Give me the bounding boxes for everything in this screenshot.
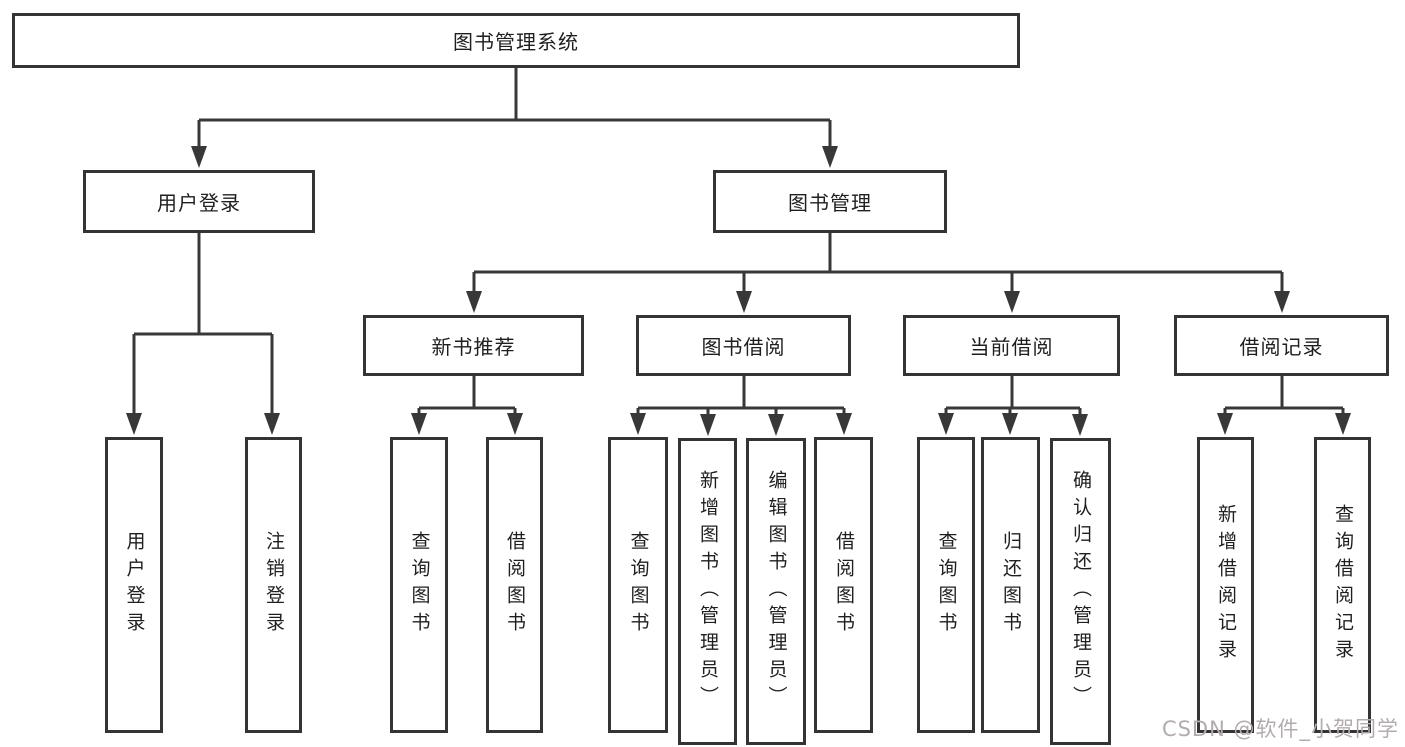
node-leaf-user-login-action: 用户登录 — [105, 437, 163, 733]
node-leaf-add-books-admin: 新增图书（管理员） — [678, 438, 737, 745]
leaf-label: 查询借阅记录 — [1332, 504, 1354, 666]
node-leaf-confirm-return-admin: 确认归还（管理员） — [1050, 438, 1111, 745]
node-new-book-recommend: 新书推荐 — [363, 315, 584, 376]
connector-line — [1223, 376, 1345, 414]
leaf-label: 编辑图书（管理员） — [765, 470, 788, 713]
arrowhead — [1274, 291, 1290, 313]
arrowhead — [700, 414, 716, 436]
arrowhead — [630, 413, 646, 435]
arrowhead — [126, 413, 142, 435]
connector-line — [132, 233, 274, 415]
node-user-login: 用户登录 — [83, 170, 315, 233]
connector-root — [191, 68, 838, 168]
connector-borrow-records — [1217, 376, 1351, 435]
arrowhead — [736, 291, 752, 313]
node-leaf-query-borrow-record: 查询借阅记录 — [1314, 437, 1371, 733]
arrowhead — [1004, 291, 1020, 313]
leaf-label: 借阅图书 — [833, 531, 855, 639]
node-leaf-logout: 注销登录 — [245, 437, 302, 733]
node-book-borrow: 图书借阅 — [636, 315, 851, 376]
arrowhead — [264, 413, 280, 435]
arrowhead — [1002, 413, 1018, 435]
arrowhead — [768, 414, 784, 436]
node-leaf-borrow-books-recommend: 借阅图书 — [486, 437, 543, 733]
node-leaf-query-books-current: 查询图书 — [917, 437, 975, 733]
connector-new-book-recommend — [411, 376, 523, 435]
arrowhead — [466, 291, 482, 313]
arrowhead — [191, 146, 207, 168]
node-leaf-return-books: 归还图书 — [981, 437, 1040, 733]
connector-line — [944, 376, 1082, 415]
connector-book-management — [466, 233, 1290, 313]
connector-line — [636, 376, 846, 415]
connector-user-login — [126, 233, 280, 435]
node-library-management-system: 图书管理系统 — [12, 13, 1020, 68]
arrowhead — [1072, 414, 1088, 436]
leaf-label: 查询图书 — [408, 531, 431, 639]
arrowhead — [1217, 413, 1233, 435]
arrowhead — [938, 413, 954, 435]
node-leaf-borrow-books: 借阅图书 — [814, 437, 873, 733]
leaf-label: 查询图书 — [935, 531, 958, 639]
node-leaf-query-books-borrow: 查询图书 — [608, 437, 668, 733]
node-borrow-records: 借阅记录 — [1174, 315, 1389, 376]
arrowhead — [1335, 413, 1351, 435]
node-current-borrow: 当前借阅 — [903, 315, 1120, 376]
leaf-label: 归还图书 — [1000, 531, 1022, 639]
node-book-management: 图书管理 — [713, 170, 947, 233]
arrowhead — [822, 146, 838, 168]
connector-line — [472, 233, 1284, 293]
node-leaf-query-books-recommend: 查询图书 — [390, 437, 448, 733]
leaf-label: 注销登录 — [263, 531, 285, 639]
arrowhead — [507, 413, 523, 435]
connector-book-borrow — [630, 376, 852, 436]
leaf-label: 确认归还（管理员） — [1070, 470, 1092, 713]
leaf-label: 用户登录 — [123, 531, 146, 639]
csdn-watermark: CSDN @软件_小贺同学 — [1161, 717, 1399, 741]
arrowhead — [836, 413, 852, 435]
leaf-label: 新增图书（管理员） — [697, 470, 719, 713]
leaf-label: 查询图书 — [627, 531, 650, 639]
node-leaf-edit-books-admin: 编辑图书（管理员） — [746, 438, 806, 745]
node-leaf-add-borrow-record: 新增借阅记录 — [1197, 437, 1254, 733]
leaf-label: 借阅图书 — [504, 531, 526, 639]
connector-line — [417, 376, 517, 414]
arrowhead — [411, 413, 427, 435]
leaf-label: 新增借阅记录 — [1215, 504, 1237, 666]
connector-current-borrow — [938, 376, 1088, 436]
connector-line — [197, 68, 832, 148]
